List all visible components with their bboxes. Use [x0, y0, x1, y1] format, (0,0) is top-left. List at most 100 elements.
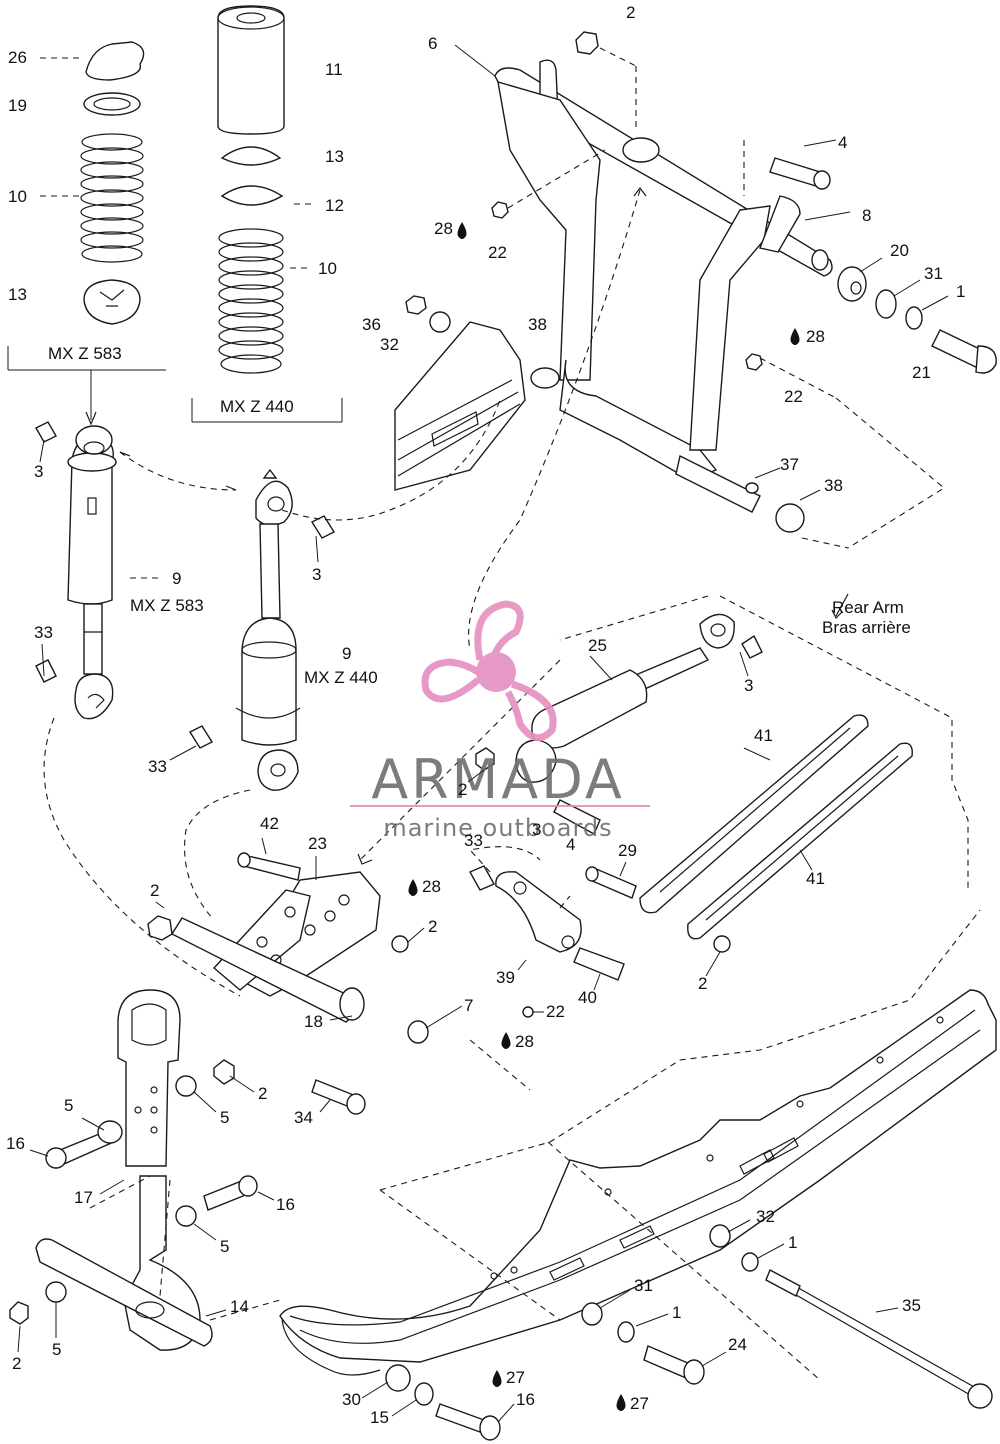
callout-24: 24	[728, 1335, 747, 1354]
callout-2: 2	[150, 881, 159, 900]
callout-7: 7	[464, 996, 473, 1015]
callout-1: 1	[956, 282, 965, 301]
callout-5: 5	[220, 1237, 229, 1256]
callout-16: 16	[6, 1134, 25, 1153]
callout-16: 16	[516, 1390, 535, 1409]
callout-42: 42	[260, 814, 279, 833]
callout-39: 39	[496, 968, 515, 987]
callout-41: 41	[754, 726, 773, 745]
callout-10: 10	[8, 187, 27, 206]
callout-9: 9	[172, 569, 181, 588]
callout-3: 3	[34, 462, 43, 481]
callout-3: 3	[744, 676, 753, 695]
callout-4: 4	[566, 835, 575, 854]
callout-10: 10	[318, 259, 337, 278]
ski-leg	[9, 989, 366, 1351]
callout-2: 2	[258, 1084, 267, 1103]
rear-arm-label-en: Rear Arm	[832, 598, 904, 617]
callout-23: 23	[308, 834, 327, 853]
model-label-440: MX Z 440	[304, 668, 378, 687]
callout-1: 1	[788, 1233, 797, 1252]
callouts: 26 19 10 13 MX Z 583 11 13 12 10 MX Z 44…	[6, 3, 965, 1427]
callout-4: 4	[838, 133, 847, 152]
callout-25: 25	[588, 636, 607, 655]
oil-drop-icon	[616, 1394, 626, 1411]
callout-12: 12	[325, 196, 344, 215]
callout-11: 11	[325, 60, 343, 79]
callout-28: 28	[806, 327, 825, 346]
callout-2: 2	[12, 1354, 21, 1373]
oil-drop-icon	[457, 222, 467, 239]
callout-3: 3	[532, 820, 541, 839]
callout-32: 32	[756, 1207, 775, 1226]
spring-kit-440	[191, 5, 343, 423]
callout-17: 17	[74, 1188, 93, 1207]
rear-arm-label-fr: Bras arrière	[822, 618, 911, 637]
rocker-linkage	[147, 187, 969, 1091]
callout-35: 35	[902, 1296, 921, 1315]
callout-22: 22	[488, 243, 507, 262]
callout-16: 16	[276, 1195, 295, 1214]
callout-20: 20	[890, 241, 909, 260]
callout-2: 2	[458, 780, 467, 799]
callout-29: 29	[618, 841, 637, 860]
callout-15: 15	[370, 1408, 389, 1427]
callout-18: 18	[304, 1012, 323, 1031]
callout-33: 33	[464, 831, 483, 850]
callout-31: 31	[924, 264, 943, 283]
callout-5: 5	[52, 1340, 61, 1359]
callout-41: 41	[806, 869, 825, 888]
front-arm-assembly	[394, 31, 997, 549]
watermark-brand: ARMADA	[371, 748, 625, 811]
callout-32: 32	[380, 335, 399, 354]
callout-1: 1	[672, 1303, 681, 1322]
callout-28: 28	[434, 219, 453, 238]
callout-5: 5	[220, 1108, 229, 1127]
watermark-tagline: marine outboards	[383, 814, 612, 842]
callout-27: 27	[630, 1394, 649, 1413]
callout-2: 2	[428, 917, 437, 936]
callout-14: 14	[230, 1297, 249, 1316]
oil-drop-icon	[501, 1032, 511, 1049]
callout-31: 31	[634, 1276, 653, 1295]
callout-13: 13	[8, 285, 27, 304]
callout-5: 5	[64, 1096, 73, 1115]
callout-8: 8	[862, 206, 871, 225]
callout-33: 33	[34, 623, 53, 642]
callout-26: 26	[8, 48, 27, 67]
callout-34: 34	[294, 1108, 313, 1127]
callout-40: 40	[578, 988, 597, 1007]
callout-28: 28	[515, 1032, 534, 1051]
oil-drop-icon	[790, 328, 800, 345]
callout-13: 13	[325, 147, 344, 166]
brand-watermark: ARMADA marine outboards	[350, 600, 650, 842]
callout-28: 28	[422, 877, 441, 896]
callout-27: 27	[506, 1368, 525, 1387]
oil-drop-icon	[492, 1370, 502, 1387]
callout-37: 37	[780, 455, 799, 474]
callout-38: 38	[528, 315, 547, 334]
callout-33: 33	[148, 757, 167, 776]
spring-kit-583	[7, 41, 166, 426]
callout-6: 6	[428, 34, 437, 53]
callout-19: 19	[8, 96, 27, 115]
oil-drop-icon	[408, 879, 418, 896]
callout-38: 38	[824, 476, 843, 495]
callout-9: 9	[342, 644, 351, 663]
shock-absorbers	[35, 399, 501, 997]
callout-22: 22	[784, 387, 803, 406]
propeller-logo-icon	[421, 600, 557, 742]
callout-22: 22	[546, 1002, 565, 1021]
model-label-440: MX Z 440	[220, 397, 294, 416]
callout-2: 2	[626, 3, 635, 22]
callout-3: 3	[312, 565, 321, 584]
ski	[279, 909, 997, 1441]
callout-2: 2	[698, 974, 707, 993]
callout-36: 36	[362, 315, 381, 334]
callout-30: 30	[342, 1390, 361, 1409]
callout-21: 21	[912, 363, 931, 382]
model-label-583: MX Z 583	[130, 596, 204, 615]
model-label-583: MX Z 583	[48, 344, 122, 363]
